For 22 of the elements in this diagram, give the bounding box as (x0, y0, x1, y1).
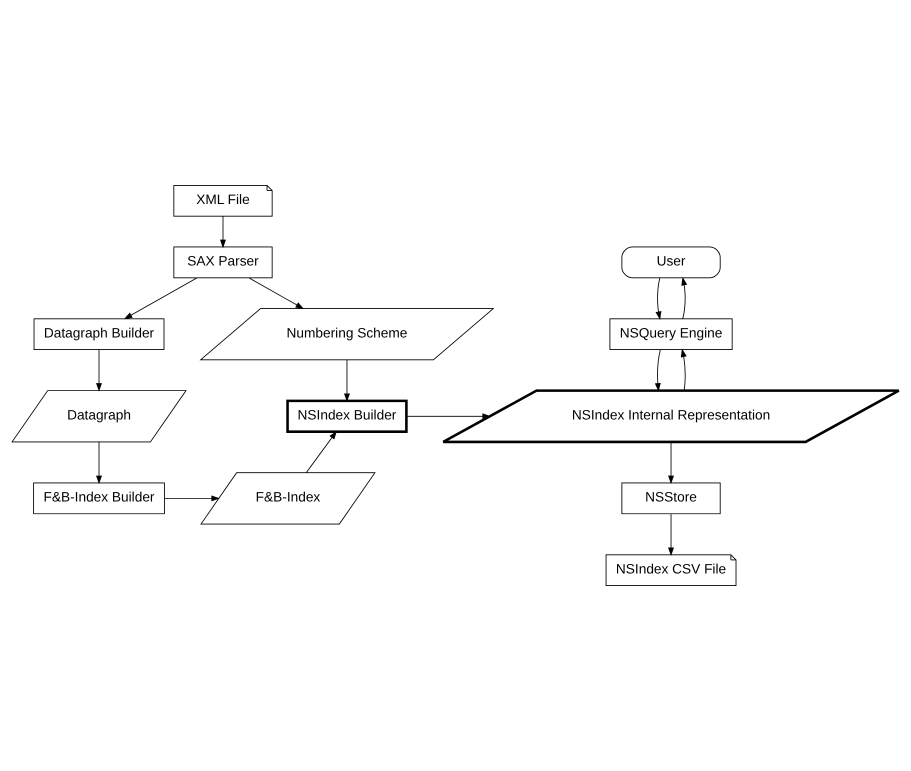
arrow (654, 349, 661, 392)
arrow (124, 278, 198, 320)
arrow (680, 348, 687, 391)
arrow (668, 442, 674, 484)
node-box: NSIndex Builder (286, 400, 408, 433)
node-box: NSStore (621, 482, 721, 514)
arrow (656, 278, 662, 320)
arrow (681, 276, 688, 320)
node-box: Datagraph Builder (34, 318, 164, 350)
node-box: User (621, 246, 721, 278)
arrow (96, 349, 102, 392)
arrow (96, 442, 102, 484)
arrow (344, 360, 350, 402)
arrow (164, 495, 220, 502)
arrow (668, 514, 674, 556)
node-box: F&B-Index Builder (33, 482, 165, 514)
node-box: NSQuery Engine (609, 318, 733, 350)
node-box: SAX Parser (173, 246, 273, 278)
arrow (248, 278, 304, 310)
arrow (220, 216, 226, 248)
arrow (306, 430, 337, 473)
arrow (406, 413, 491, 420)
